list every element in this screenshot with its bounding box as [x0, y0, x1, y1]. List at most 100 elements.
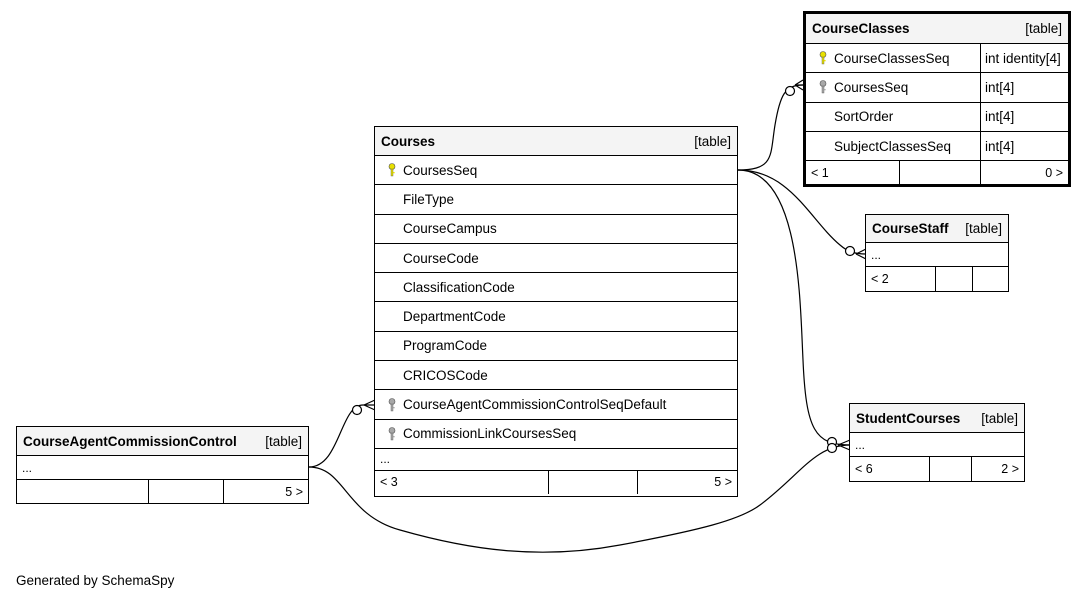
relationship-cacc-studentcourses	[308, 444, 851, 553]
more-columns-ellipsis: ...	[866, 243, 1008, 267]
column-name: FileType	[403, 191, 455, 207]
column-name: DepartmentCode	[403, 309, 506, 325]
column-name: ProgramCode	[403, 338, 488, 354]
table-studentcourses[interactable]: StudentCourses [table] ... < 6 2 >	[849, 403, 1025, 482]
column-name: CRICOSCode	[403, 367, 488, 383]
foreign-key-icon	[383, 427, 401, 441]
column-name: CoursesSeq	[834, 79, 909, 95]
footer-blank-cell	[935, 267, 972, 291]
table-header: CourseAgentCommissionControl [table]	[17, 427, 308, 456]
cardinality-circle	[351, 404, 363, 416]
footer-parents-count: < 6	[855, 462, 873, 476]
table-footer: < 2	[866, 267, 1008, 291]
footer-blank-cell	[929, 457, 971, 481]
column-row[interactable]: CourseCode	[375, 244, 737, 274]
column-row[interactable]: ClassificationCode	[375, 273, 737, 303]
column-name-cell: CoursesSeq	[806, 80, 980, 95]
column-name: CoursesSeq	[403, 162, 478, 178]
table-name: CourseStaff	[872, 221, 949, 236]
column-row[interactable]: CommissionLinkCoursesSeq	[375, 420, 737, 449]
more-columns-ellipsis: ...	[17, 456, 308, 480]
footer-children-count: 5 >	[637, 470, 737, 494]
cardinality-circle	[826, 442, 838, 454]
relationship-courses-studentcourses	[737, 169, 851, 446]
column-row[interactable]: CourseClassesSeq int identity[4]	[806, 44, 1068, 74]
column-name-cell: CourseCode	[375, 251, 737, 266]
footer-parents-count: < 1	[811, 165, 829, 180]
foreign-key-icon	[383, 397, 401, 412]
column-name-cell: CRICOSCode	[375, 368, 737, 383]
column-name-cell: ClassificationCode	[375, 280, 737, 295]
footer-parents-count	[17, 480, 148, 503]
column-type: int[4]	[980, 102, 1068, 131]
column-row[interactable]: FileType	[375, 185, 737, 215]
column-name: CourseCode	[403, 250, 479, 266]
table-kind: [table]	[1025, 21, 1062, 36]
footer-children-count: 0 >	[980, 161, 1068, 185]
column-row[interactable]: CourseCampus	[375, 215, 737, 244]
cardinality-circle	[844, 245, 856, 257]
column-row[interactable]: SortOrder int[4]	[806, 102, 1068, 132]
column-name: SortOrder	[834, 109, 894, 125]
table-name: Courses	[381, 133, 436, 149]
table-coursestaff[interactable]: CourseStaff [table] ... < 2	[865, 214, 1009, 292]
table-kind: [table]	[965, 221, 1002, 236]
footer-parents-count: < 3	[380, 475, 398, 490]
table-name: CourseAgentCommissionControl	[23, 433, 237, 449]
column-name-cell: CommissionLinkCoursesSeq	[375, 426, 737, 441]
crowfoot-mark	[794, 79, 804, 91]
primary-key-icon	[814, 51, 832, 65]
column-name: CommissionLinkCoursesSeq	[403, 426, 577, 442]
column-name: CourseClassesSeq	[834, 50, 950, 66]
column-row[interactable]: ProgramCode	[375, 332, 737, 362]
table-courseagentcommissioncontrol[interactable]: CourseAgentCommissionControl [table] ...…	[16, 426, 309, 504]
table-header: Courses [table]	[375, 127, 737, 156]
column-name-cell: DepartmentCode	[375, 309, 737, 324]
column-name-cell: SubjectClassesSeq	[806, 139, 980, 154]
column-name-cell: CourseClassesSeq	[806, 51, 980, 66]
table-name: CourseClasses	[812, 21, 910, 36]
column-row[interactable]: CoursesSeq	[375, 156, 737, 186]
crowfoot-mark	[363, 399, 376, 411]
footer-children-count: 5 >	[223, 480, 308, 503]
column-row[interactable]: SubjectClassesSeq int[4]	[806, 131, 1068, 162]
column-name-cell: CourseCampus	[375, 221, 737, 236]
foreign-key-icon	[814, 80, 832, 94]
table-footer: 5 >	[17, 480, 308, 503]
table-footer: < 1 0 >	[806, 161, 1068, 185]
column-name: CourseCampus	[403, 221, 497, 237]
table-kind: [table]	[265, 433, 302, 449]
column-name-cell: CourseAgentCommissionControlSeqDefault	[375, 397, 737, 412]
relationship-courses-courseclasses	[737, 84, 804, 171]
column-row[interactable]: CRICOSCode	[375, 361, 737, 391]
table-kind: [table]	[694, 133, 731, 149]
primary-key-icon	[383, 163, 401, 177]
column-row[interactable]: DepartmentCode	[375, 302, 737, 332]
column-row[interactable]: CourseAgentCommissionControlSeqDefault	[375, 390, 737, 420]
table-header: StudentCourses [table]	[850, 404, 1024, 433]
crowfoot-mark	[837, 439, 851, 451]
column-type: int identity[4]	[980, 44, 1068, 73]
column-name-cell: CoursesSeq	[375, 163, 737, 178]
column-name-cell: ProgramCode	[375, 338, 737, 353]
column-type: int[4]	[980, 131, 1068, 161]
relationship-cacc-courses	[308, 404, 375, 468]
footer-blank-cell	[899, 161, 980, 185]
table-kind: [table]	[981, 410, 1018, 426]
crowfoot-mark	[855, 248, 867, 260]
table-header: CourseStaff [table]	[866, 215, 1008, 243]
column-name: CourseAgentCommissionControlSeqDefault	[403, 397, 667, 413]
table-footer: < 3 5 >	[375, 470, 737, 494]
footer-children-count	[972, 267, 1008, 291]
footer-children-count: 2 >	[971, 457, 1024, 481]
column-name-cell: SortOrder	[806, 109, 980, 124]
table-courseclasses[interactable]: CourseClasses [table] CourseClassesSeq in…	[803, 11, 1071, 187]
footer-blank-cell	[548, 470, 637, 494]
column-name: SubjectClassesSeq	[834, 138, 952, 154]
footer-parents-count: < 2	[871, 272, 889, 286]
footer-blank-cell	[148, 480, 223, 503]
more-columns-ellipsis: ...	[375, 449, 737, 471]
